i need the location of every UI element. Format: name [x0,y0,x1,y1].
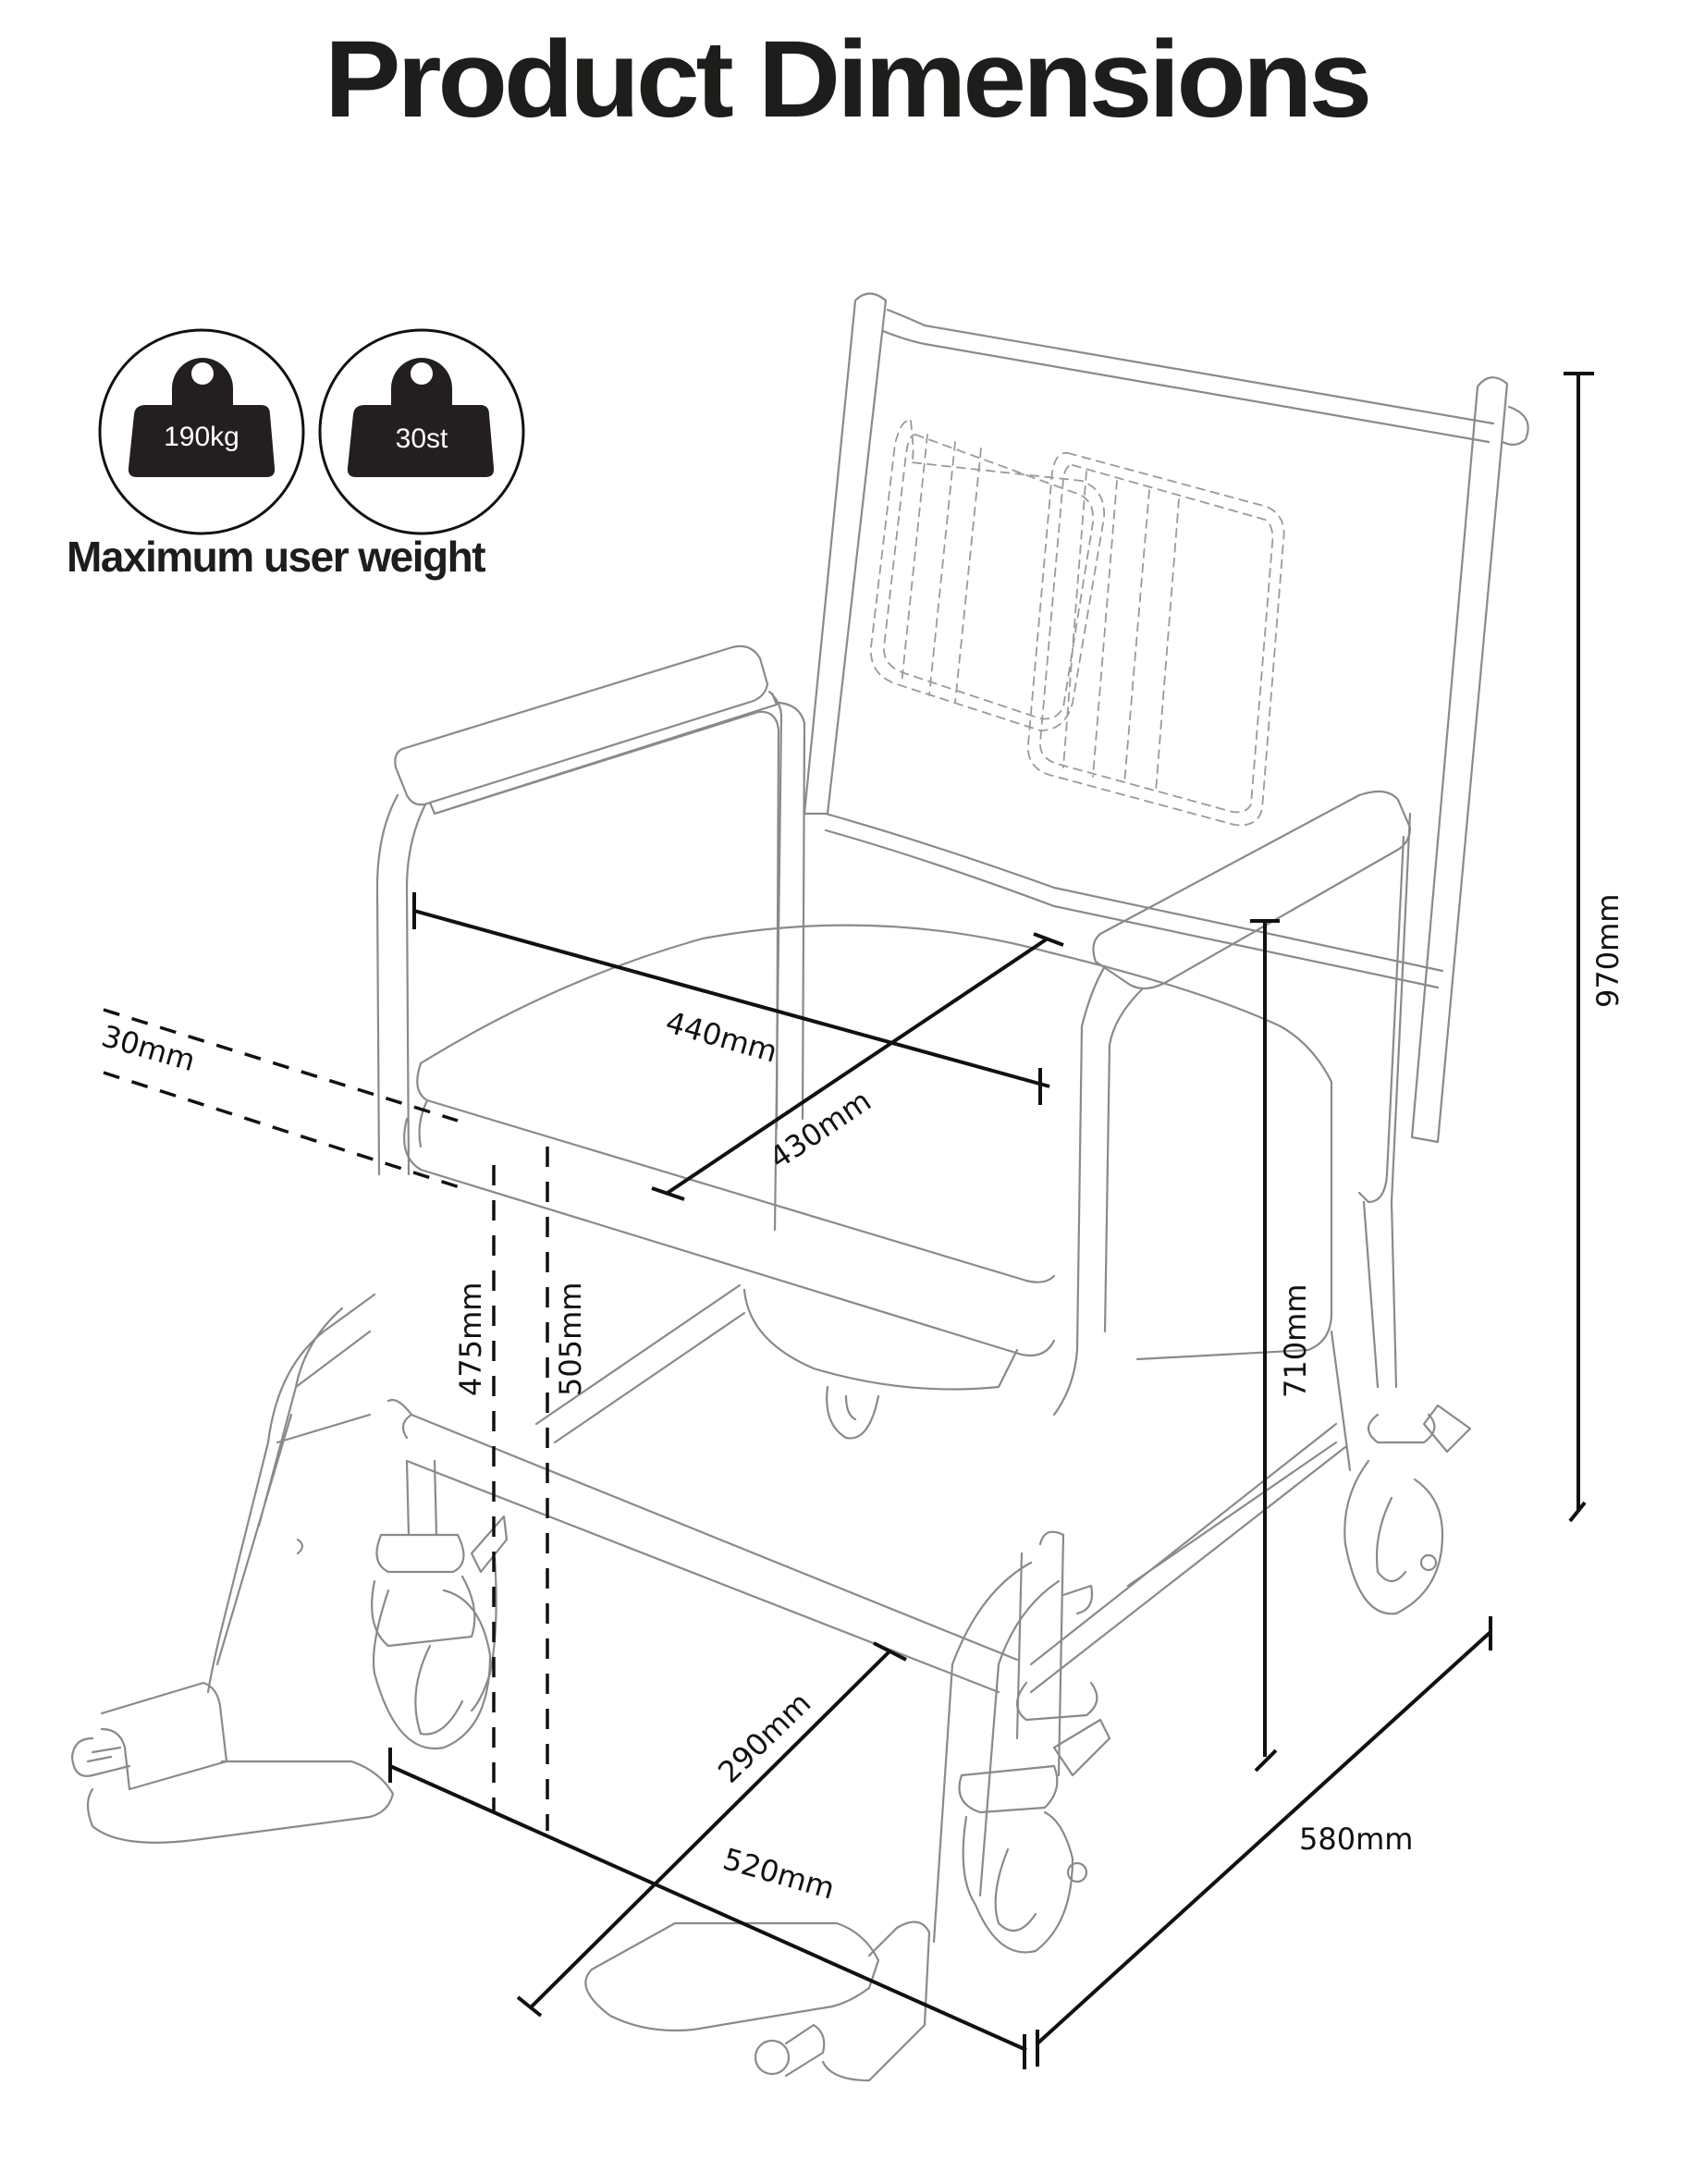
armrest-right [1092,790,1412,990]
pan-wheel [826,1385,880,1440]
weight-kg-label: 190kg [164,422,239,452]
label-armrest-height: 710mm [1278,1284,1313,1398]
castor-wheel-rear-right [1343,1200,1472,1615]
weight-icon [347,358,495,477]
dim-seat-depth [651,932,1064,1201]
label-overall-width: 520mm [719,1841,839,1907]
label-overall-height: 970mm [1590,894,1626,1008]
cross-rail-right [1029,1422,1347,1694]
top-rail [881,308,1495,444]
dimension-lines [103,372,1594,2069]
brake-lever-rear [1422,1404,1472,1454]
dim-seat-width [412,892,1050,1105]
cross-rail [534,1283,746,1444]
dim-overall-height [1564,372,1594,1523]
label-seat-height-505: 505mm [553,1282,588,1396]
label-seat-depth: 430mm [763,1083,877,1176]
page-title: Product Dimensions [324,18,1372,141]
commode-chair-drawing [70,292,1529,2082]
max-weight-caption: Maximum user weight [67,533,486,581]
weight-icon [128,358,276,477]
seat-top [419,924,1333,1084]
arm-frame-left [375,793,427,1176]
dim-armrest-height [1250,919,1280,1773]
brake-lever-right [1052,1718,1111,1777]
weight-st-label: 30st [396,423,448,454]
footrest-left [70,1293,395,1844]
weight-badge-stone: 30st [318,328,525,535]
footrest-right [584,1920,931,2082]
backrest-bottom [824,812,1444,989]
dim-cushion-thickness [103,1008,463,1190]
label-cushion-thickness: 30mm [98,1018,200,1078]
weight-badge-kg: 190kg [98,328,305,535]
brake-lever-left [470,1515,509,1574]
label-overall-depth: 580mm [1299,1822,1413,1857]
label-seat-width: 440mm [662,1004,781,1070]
back-post-left [803,292,888,816]
label-seat-height-475: 475mm [453,1282,488,1396]
armrest-left [394,644,769,806]
castor-wheel-left [371,1459,509,1750]
seat-front [416,1061,1056,1283]
back-post-right [1410,376,1509,1144]
dim-overall-depth [1036,1616,1492,2067]
castor-wheel-right [958,1530,1111,1954]
dim-overall-width [388,1748,1027,2069]
commode-pan [742,1288,1019,1391]
backrest-padding-left [870,419,1105,731]
backrest-padding-right [1027,451,1285,827]
dim-footrest-depth [516,1641,907,2018]
